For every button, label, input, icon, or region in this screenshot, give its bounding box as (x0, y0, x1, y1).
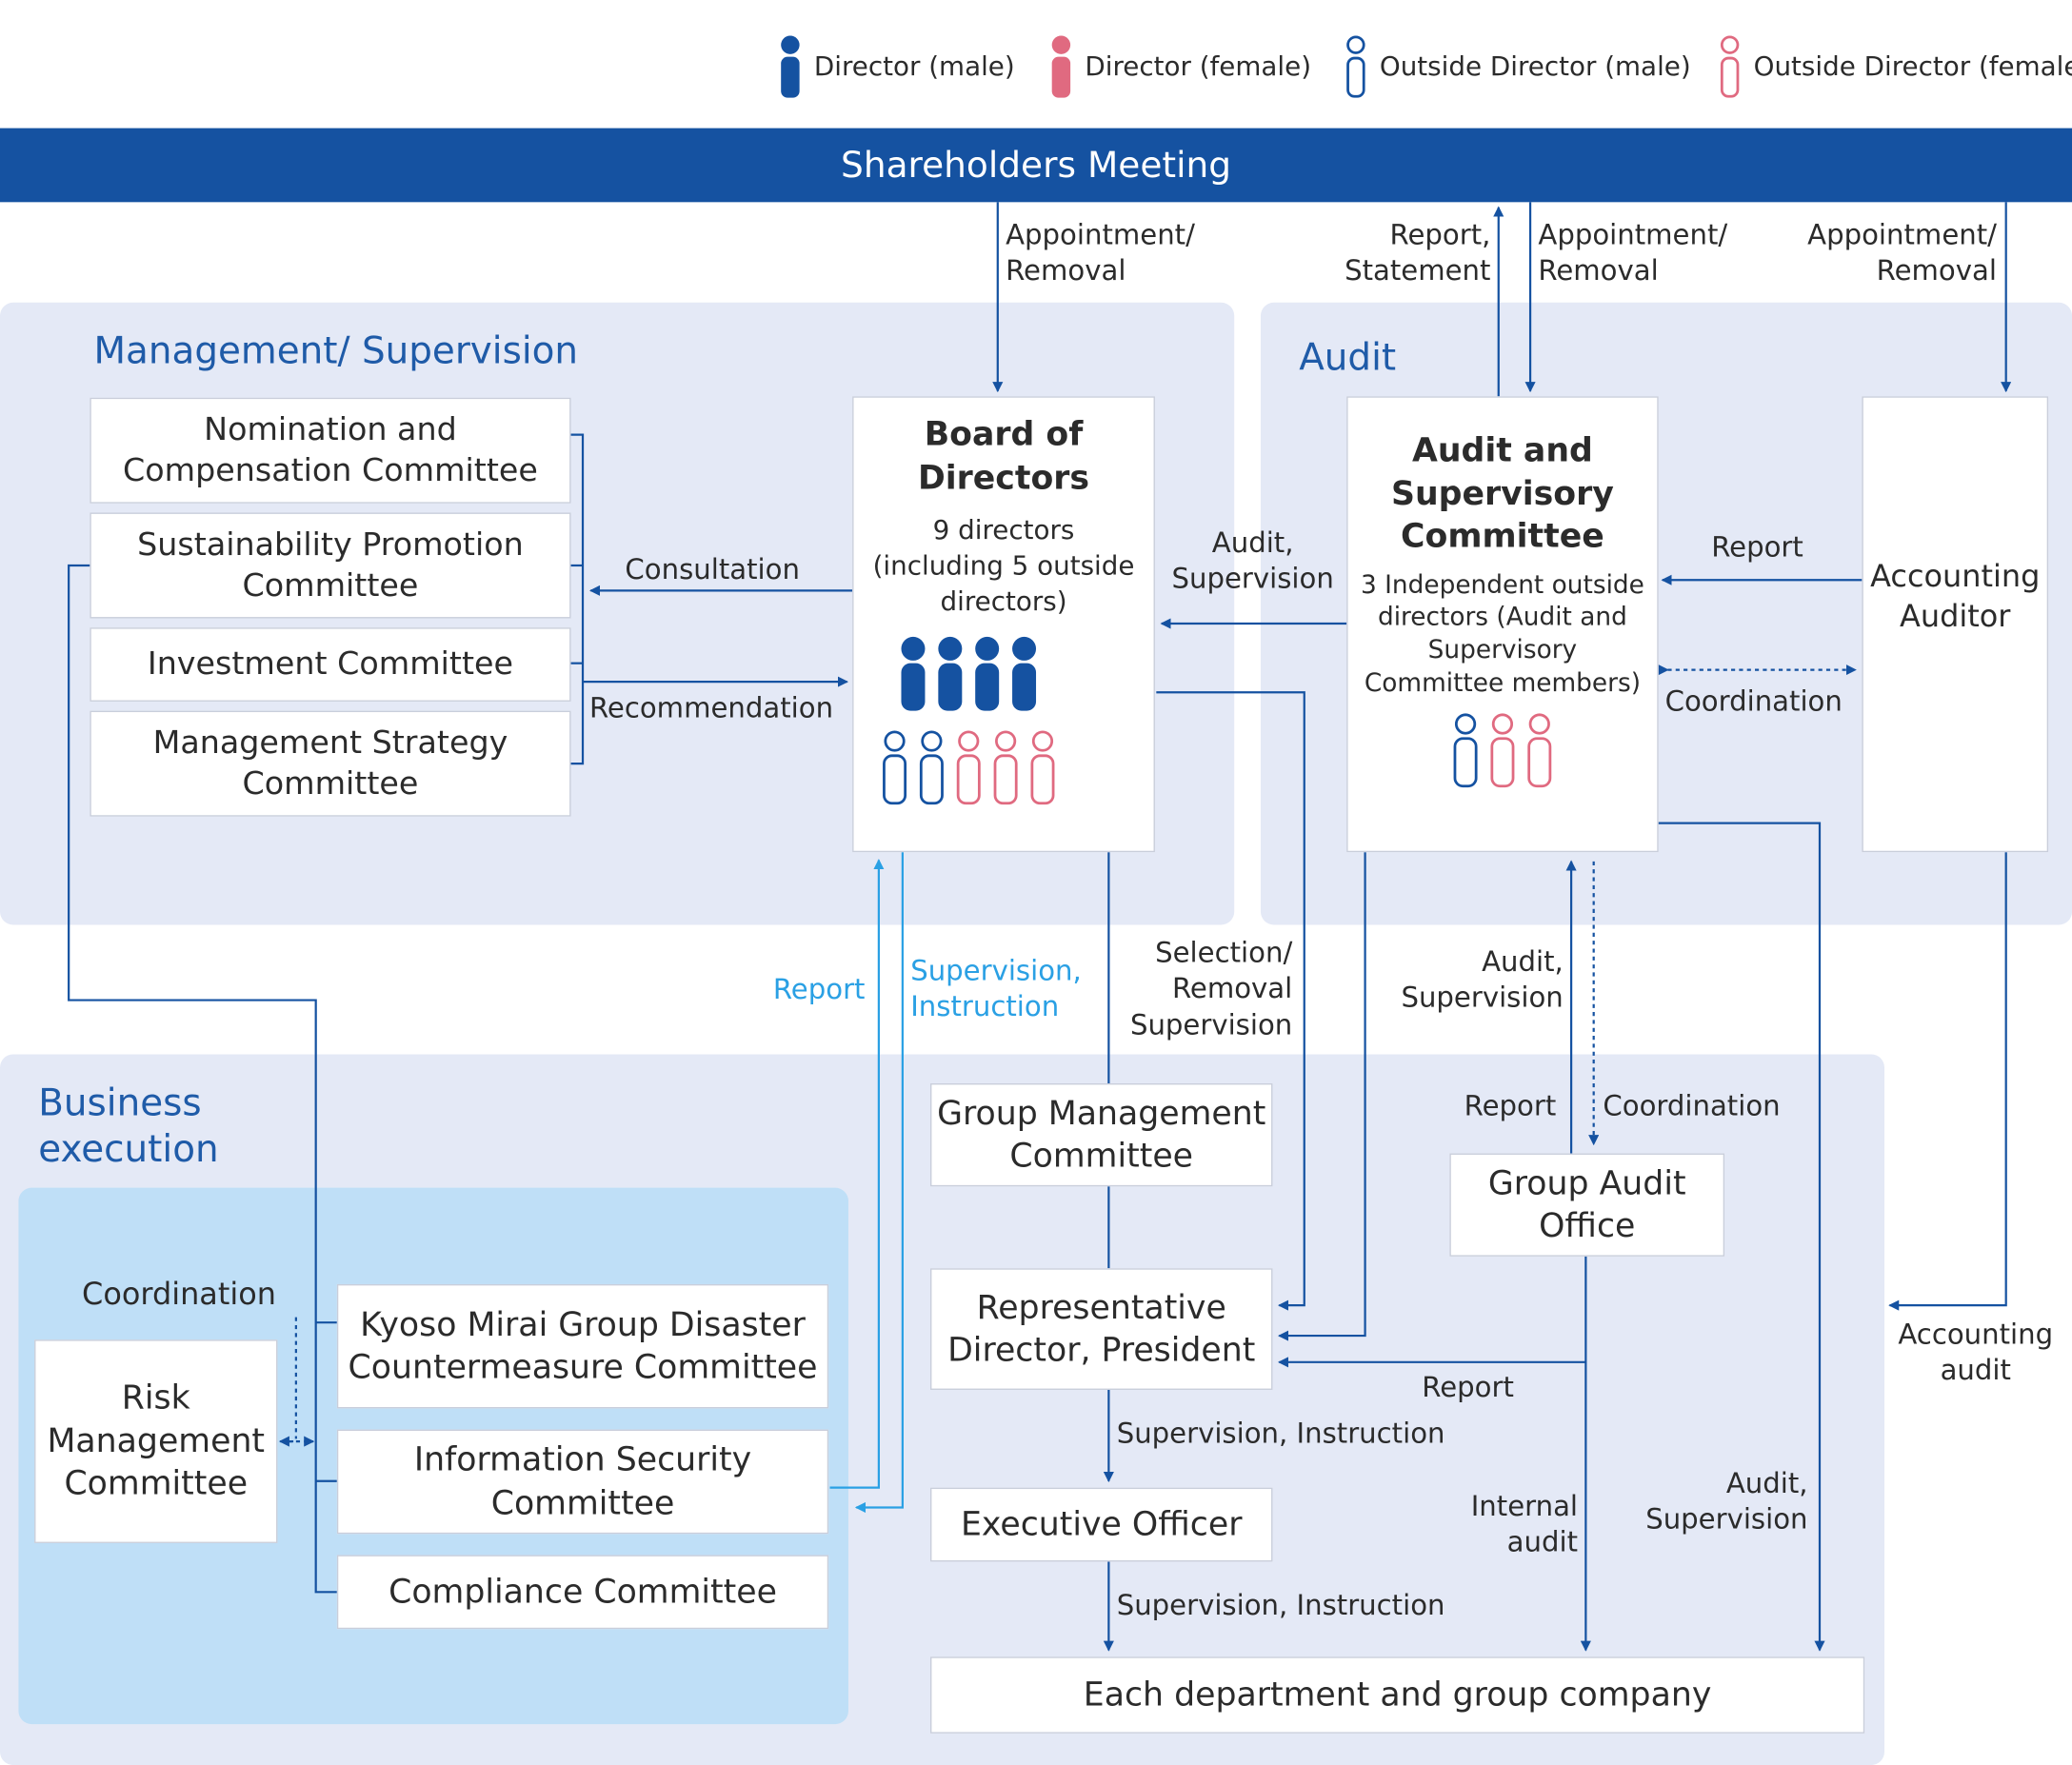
sustainability-committee: Sustainability Promotion Committee (90, 512, 571, 619)
nomination-compensation-committee: Nomination and Compensation Committee (90, 397, 571, 504)
legend-label: Outside Director (male) (1379, 50, 1691, 83)
legend-label: Outside Director (female) (1753, 50, 2072, 83)
legend-director-female: Director (female) (1048, 34, 1312, 98)
label-appointment-board: Appointment/ Removal (1006, 219, 1195, 288)
representative-director: Representative Director, President (930, 1268, 1273, 1390)
label-report-blue: Report (772, 973, 866, 1006)
label-report-rep: Report (1422, 1371, 1514, 1403)
audit-member-icons (1453, 713, 1552, 788)
label-coordination-accounting: Coordination (1664, 685, 1843, 718)
group-management-committee: Group Management Committee (930, 1082, 1273, 1187)
information-security-committee: Information Security Committee (336, 1429, 829, 1535)
accounting-auditor: Accounting Auditor (1862, 396, 2049, 853)
shareholders-meeting-banner: Shareholders Meeting (0, 128, 2072, 203)
label-sup-instr-2: Supervision, Instruction (1116, 1589, 1445, 1621)
label-coordination-gao: Coordination (1603, 1089, 1781, 1122)
board-desc: 9 directors (including 5 outside directo… (872, 513, 1135, 618)
section-title-audit: Audit (1299, 335, 1397, 380)
label-supervision-instruction-blue: Supervision, Instruction (910, 955, 1082, 1023)
investment-committee: Investment Committee (90, 627, 571, 702)
section-title-management: Management/ Supervision (93, 328, 579, 373)
legend-label: Director (male) (813, 50, 1015, 83)
label-report-gao: Report (1464, 1089, 1557, 1122)
label-recommendation: Recommendation (588, 692, 834, 724)
label-sup-instr-1: Supervision, Instruction (1116, 1418, 1445, 1450)
label-appointment-audit: Appointment/ Removal (1538, 219, 1728, 288)
label-internal-audit: Internal audit (1470, 1490, 1579, 1558)
label-report-statement: Report, Statement (1345, 219, 1491, 288)
label-consultation: Consultation (625, 553, 800, 585)
board-of-directors: Board of Directors 9 directors (includin… (852, 396, 1155, 853)
section-title-business: Business execution (38, 1081, 219, 1171)
disaster-countermeasure-committee: Kyoso Mirai Group Disaster Countermeasur… (336, 1283, 829, 1409)
compliance-committee: Compliance Committee (336, 1555, 829, 1630)
outside-director-female-icon (1720, 35, 1740, 98)
director-female-icon (1051, 35, 1071, 98)
legend-outside-female: Outside Director (female) (1717, 34, 2072, 98)
label-accounting-audit: Accounting audit (1898, 1319, 2054, 1387)
executive-officer: Executive Officer (930, 1487, 1273, 1562)
label-appointment-accounting: Appointment/ Removal (1807, 219, 1997, 288)
each-department: Each department and group company (930, 1656, 1865, 1734)
label-audit-supervision-board: Audit, Supervision (1171, 526, 1334, 595)
board-title: Board of Directors (917, 414, 1090, 497)
audit-committee-desc: 3 Independent outside directors (Audit a… (1360, 569, 1644, 698)
board-member-icons (882, 636, 1054, 805)
label-audit-supervision-mid: Audit, Supervision (1401, 945, 1564, 1014)
audit-supervisory-committee: Audit and Supervisory Committee 3 Indepe… (1346, 396, 1659, 853)
legend-director-male: Director (male) (777, 34, 1015, 98)
label-selection-removal: Selection/ Removal Supervision (1129, 936, 1293, 1041)
audit-committee-title: Audit and Supervisory Committee (1390, 430, 1614, 555)
group-audit-office: Group Audit Office (1449, 1153, 1725, 1257)
legend-label: Director (female) (1085, 50, 1312, 83)
risk-management-committee: Risk Management Committee (34, 1339, 278, 1543)
legend-outside-male: Outside Director (male) (1343, 34, 1691, 98)
director-male-icon (781, 35, 800, 98)
management-strategy-committee: Management Strategy Committee (90, 710, 571, 817)
outside-director-male-icon (1346, 35, 1365, 98)
label-coordination-risk: Coordination (82, 1278, 277, 1313)
label-report-accounting: Report (1711, 530, 1803, 564)
label-audit-supervision-right: Audit, Supervision (1645, 1467, 1808, 1537)
